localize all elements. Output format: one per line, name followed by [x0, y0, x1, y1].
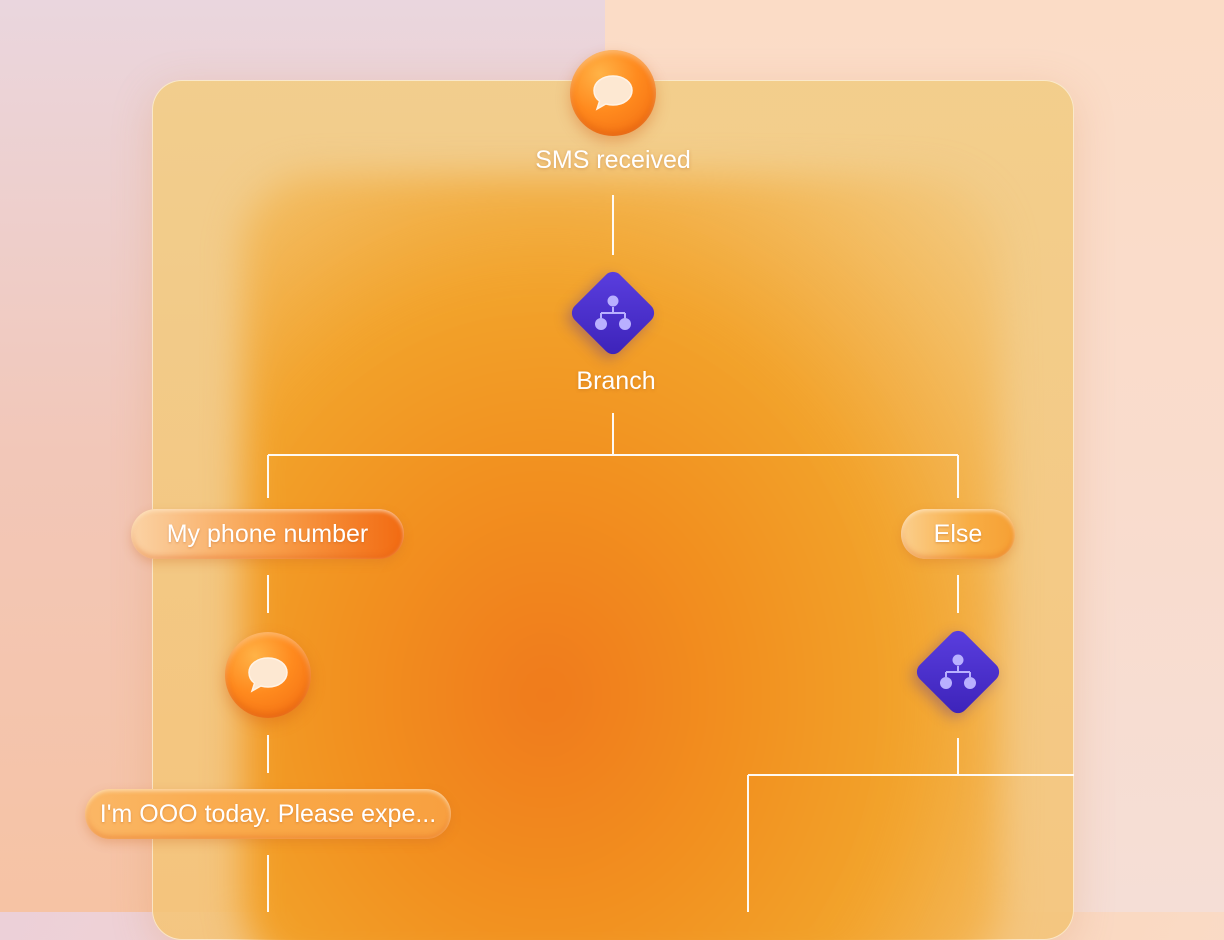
chat-bubble-icon	[248, 657, 288, 693]
sms-received-label: SMS received	[535, 146, 691, 174]
connector-lines	[0, 0, 1224, 912]
branch-icon	[595, 295, 631, 330]
branch-icon	[940, 654, 976, 689]
reply-sms-node[interactable]	[225, 632, 311, 718]
condition-my-phone-number[interactable]: My phone number	[131, 509, 404, 559]
reply-message-pill[interactable]: I'm OOO today. Please expe...	[85, 789, 451, 839]
sms-received-node[interactable]	[570, 50, 656, 136]
chat-bubble-icon	[593, 75, 633, 111]
condition-else[interactable]: Else	[901, 509, 1015, 559]
branch-label: Branch	[576, 367, 656, 395]
